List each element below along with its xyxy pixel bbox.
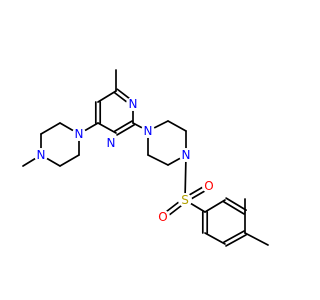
bond-pn4-s: [184, 154, 187, 201]
atom-label-background: [126, 97, 140, 111]
bond-b3-b4-a: [225, 234, 247, 247]
atom-label-background: [34, 148, 48, 162]
bond-b4-me4: [244, 232, 269, 246]
atom-label-background: [202, 179, 216, 193]
methylpiperazine-n1-label: N: [75, 127, 84, 141]
piperazine-n1-label: N: [144, 124, 153, 138]
bond-b5-b6-b: [223, 201, 245, 215]
bond-pc-pd: [147, 154, 169, 166]
atom-label-background: [179, 148, 193, 162]
methylpiperazine-n4-label: N: [37, 148, 46, 162]
bond-b5-b6-a: [225, 197, 247, 211]
bond-b6-b1: [204, 199, 226, 213]
atom-label-background: [72, 127, 86, 141]
sulfonyl-oxygen-left-label: O: [158, 210, 167, 224]
pyrimidine-n1-label: N: [129, 97, 138, 111]
bond-c5-c6: [97, 90, 117, 103]
atom-label-background: [178, 193, 192, 207]
bond-b2-b3: [204, 232, 226, 245]
atom-label-background: [141, 124, 155, 138]
bond-mC-mD: [59, 154, 80, 167]
molecule-structure: N N N N N N S O O: [22, 69, 269, 247]
bond-pa-pb: [167, 120, 187, 132]
pyrimidine-n3-label: N: [107, 136, 116, 150]
atom-label-layer: N N N N N N S O O: [34, 97, 216, 224]
atom-label-background: [156, 210, 170, 224]
bond-mA-mB: [40, 122, 61, 135]
sulfonyl-sulfur-label: S: [181, 193, 189, 207]
bond-c2-n3p-b: [116, 124, 135, 136]
piperazine-n4-label: N: [182, 148, 191, 162]
bond-n3p-c4: [97, 122, 117, 134]
bond-layer: [22, 69, 269, 247]
bond-c2-n3p-a: [114, 120, 133, 132]
bond-b3-b4-b: [223, 230, 245, 243]
atom-label-background: [104, 136, 118, 150]
sulfonyl-oxygen-right-label: O: [204, 179, 213, 193]
